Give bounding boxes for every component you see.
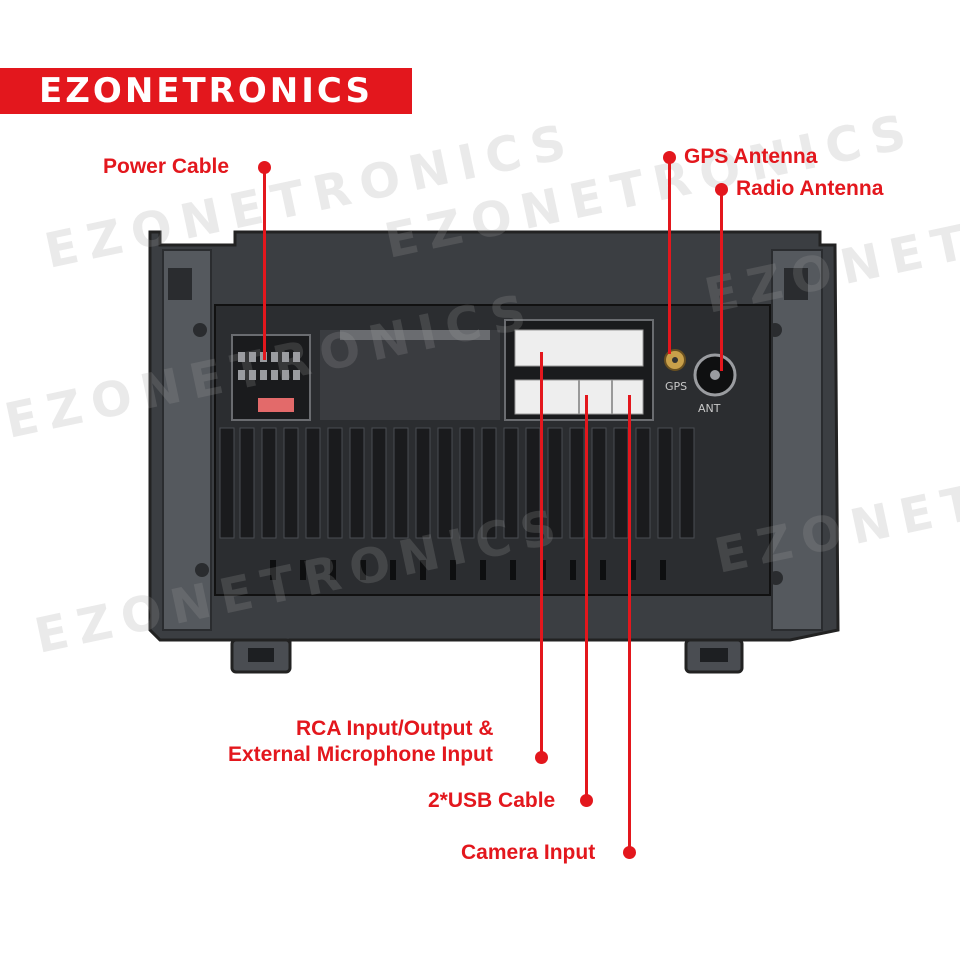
right-side-rail	[771, 249, 823, 631]
screw-hole-left-top	[193, 323, 207, 337]
ant-port-mark: ANT	[698, 402, 721, 415]
gps-antenna-label: GPS Antenna	[684, 145, 818, 168]
camera-input-label: Camera Input	[461, 841, 596, 864]
usb-cable-label: 2*USB Cable	[428, 789, 556, 812]
radio-antenna-label: Radio Antenna	[736, 177, 884, 200]
radio-antenna-leader	[720, 193, 723, 371]
camera-input-leader	[628, 395, 631, 852]
gps-antenna-dot	[663, 151, 676, 164]
power-cable-label: Power Cable	[103, 155, 230, 178]
fuse	[258, 398, 294, 412]
vent-slots	[270, 560, 666, 580]
gps-antenna-leader	[668, 162, 671, 354]
left-rail-clip	[168, 268, 192, 300]
usb-cable-leader	[585, 395, 588, 800]
brand-logo-banner: EZONETRONICS	[0, 68, 412, 114]
rca-dot	[535, 751, 548, 764]
right-rail-clip	[784, 268, 808, 300]
brand-logo-text: EZONETRONICS	[39, 71, 373, 111]
power-cable-dot	[258, 161, 271, 174]
mount-tab-left-slot	[248, 648, 274, 662]
screw-hole-right-top	[768, 323, 782, 337]
gps-port-mark: GPS	[665, 380, 687, 393]
rca-label-line1: RCA Input/Output &	[296, 717, 494, 740]
power-cable-leader	[263, 172, 266, 360]
rca-label-line2: External Microphone Input	[228, 743, 493, 766]
radio-antenna-dot	[715, 183, 728, 196]
rca-connector	[514, 329, 644, 367]
mount-tab-right-slot	[700, 648, 728, 662]
usb-cable-dot	[580, 794, 593, 807]
camera-input-dot	[623, 846, 636, 859]
rca-leader	[540, 352, 543, 757]
screw-hole-right-bottom	[769, 571, 783, 585]
screw-hole-left-bottom	[195, 563, 209, 577]
chassis-sticker	[340, 330, 490, 340]
chassis-label-area	[320, 330, 500, 420]
